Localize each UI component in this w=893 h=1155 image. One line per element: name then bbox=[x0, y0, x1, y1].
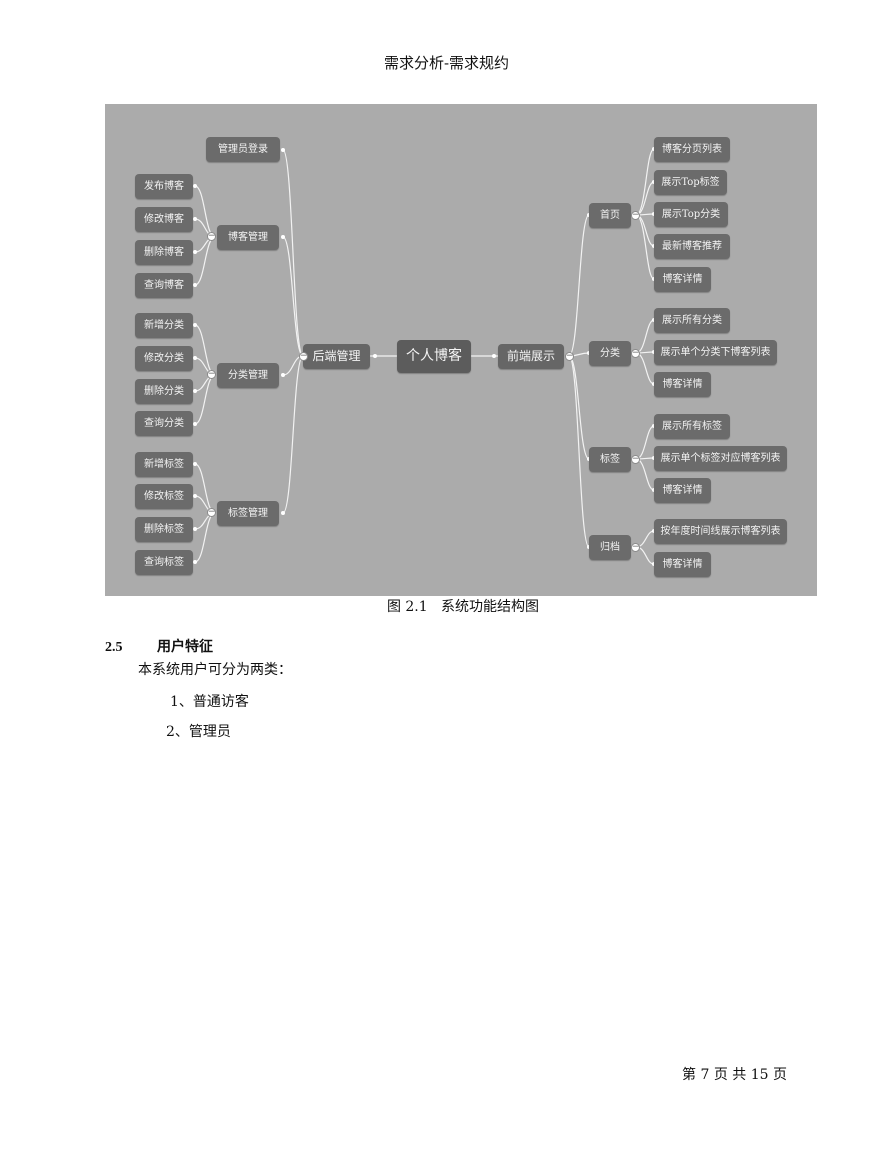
node-frontend[interactable]: 前端展示 bbox=[498, 344, 564, 369]
node-home[interactable]: 首页 bbox=[589, 203, 631, 228]
node-home-item[interactable]: 展示Top分类 bbox=[654, 202, 728, 227]
node-archive-view[interactable]: 按年度时间线展示博客列表 bbox=[654, 519, 787, 544]
node-admin-login[interactable]: 管理员登录 bbox=[206, 137, 280, 162]
node-category[interactable]: 分类 bbox=[589, 341, 631, 366]
collapse-toggle-icon[interactable]: − bbox=[631, 210, 640, 220]
section-number: 2.5 bbox=[105, 640, 123, 655]
node-tag-item[interactable]: 新增标签 bbox=[135, 452, 193, 477]
node-category-view[interactable]: 展示所有分类 bbox=[654, 308, 730, 333]
figure-caption: 图 2.1 系统功能结构图 bbox=[386, 599, 540, 615]
node-blog-item[interactable]: 发布博客 bbox=[135, 174, 193, 199]
mindmap-root-node[interactable]: 个人博客 bbox=[397, 340, 471, 373]
list-item: 2、管理员 bbox=[166, 724, 231, 740]
collapse-toggle-icon[interactable]: − bbox=[565, 351, 574, 361]
collapse-toggle-icon[interactable]: − bbox=[207, 369, 216, 379]
node-archive[interactable]: 归档 bbox=[589, 535, 631, 560]
node-home-item[interactable]: 展示Top标签 bbox=[654, 170, 727, 195]
node-tag-mgmt[interactable]: 标签管理 bbox=[217, 501, 279, 526]
node-category-item[interactable]: 新增分类 bbox=[135, 313, 193, 338]
list-item: 1、普通访客 bbox=[170, 694, 249, 710]
node-tag-view[interactable]: 展示单个标签对应博客列表 bbox=[654, 446, 787, 471]
node-tag-view[interactable]: 博客详情 bbox=[654, 478, 711, 503]
collapse-toggle-icon[interactable]: − bbox=[631, 348, 640, 358]
node-tag-view[interactable]: 展示所有标签 bbox=[654, 414, 730, 439]
node-category-item[interactable]: 修改分类 bbox=[135, 346, 193, 371]
node-tag-item[interactable]: 查询标签 bbox=[135, 550, 193, 575]
node-category-view[interactable]: 博客详情 bbox=[654, 372, 711, 397]
section-title: 用户特征 bbox=[157, 639, 213, 655]
node-tag-item[interactable]: 修改标签 bbox=[135, 484, 193, 509]
collapse-toggle-icon[interactable]: − bbox=[631, 542, 640, 552]
collapse-toggle-icon[interactable]: − bbox=[207, 507, 216, 517]
node-category-item[interactable]: 删除分类 bbox=[135, 379, 193, 404]
node-archive-view[interactable]: 博客详情 bbox=[654, 552, 711, 577]
node-category-mgmt[interactable]: 分类管理 bbox=[217, 363, 279, 388]
section-intro: 本系统用户可分为两类： bbox=[138, 662, 292, 678]
node-blog-mgmt[interactable]: 博客管理 bbox=[217, 225, 279, 250]
node-category-item[interactable]: 查询分类 bbox=[135, 411, 193, 436]
node-blog-item[interactable]: 删除博客 bbox=[135, 240, 193, 265]
node-home-item[interactable]: 博客详情 bbox=[654, 267, 711, 292]
page-header-title: 需求分析-需求规约 bbox=[383, 54, 510, 72]
mindmap-figure: 个人博客 后端管理 − 管理员登录 博客管理 − 发布博客 修改博客 删除博客 … bbox=[105, 104, 817, 596]
node-home-item[interactable]: 博客分页列表 bbox=[654, 137, 730, 162]
collapse-toggle-icon[interactable]: − bbox=[299, 351, 308, 361]
collapse-toggle-icon[interactable]: − bbox=[207, 231, 216, 241]
page-footer: 第 7 页 共 15 页 bbox=[682, 1067, 787, 1083]
node-home-item[interactable]: 最新博客推荐 bbox=[654, 234, 730, 259]
node-tag[interactable]: 标签 bbox=[589, 447, 631, 472]
node-blog-item[interactable]: 修改博客 bbox=[135, 207, 193, 232]
node-tag-item[interactable]: 删除标签 bbox=[135, 517, 193, 542]
node-backend[interactable]: 后端管理 bbox=[303, 344, 370, 369]
node-category-view[interactable]: 展示单个分类下博客列表 bbox=[654, 340, 777, 365]
node-blog-item[interactable]: 查询博客 bbox=[135, 273, 193, 298]
section-heading: 2.5 用户特征 bbox=[105, 636, 213, 656]
collapse-toggle-icon[interactable]: − bbox=[631, 454, 640, 464]
